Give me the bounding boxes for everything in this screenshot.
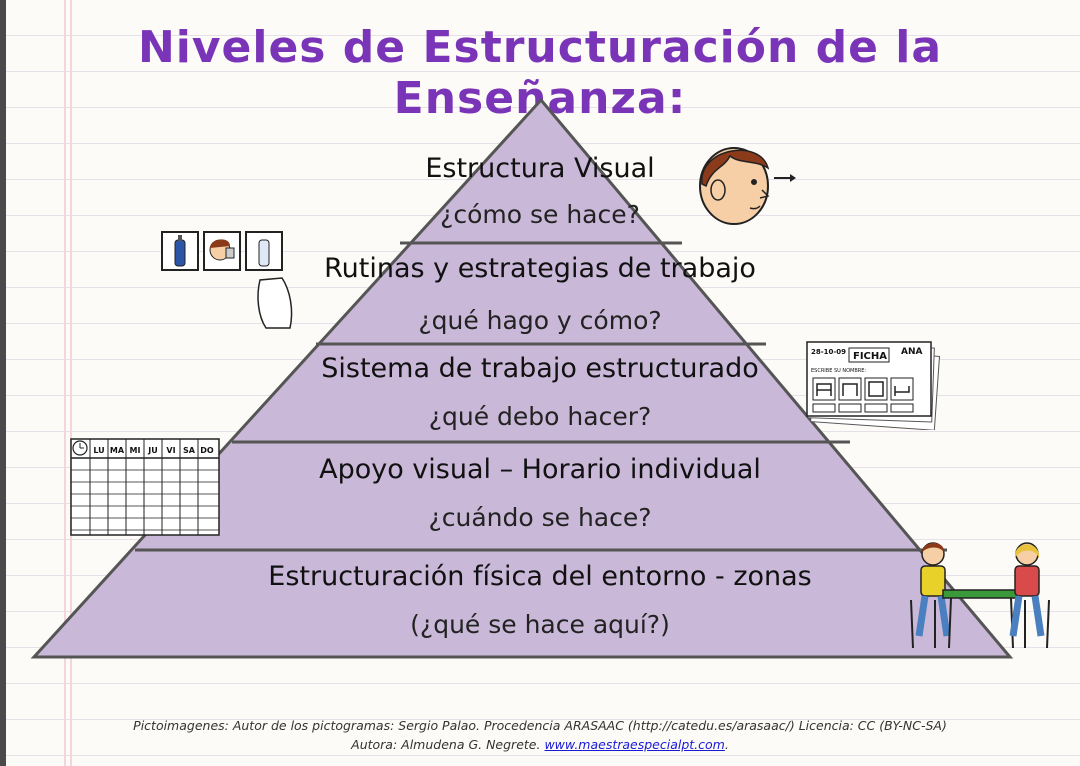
page-left-border — [0, 0, 6, 766]
pyramid-level-5: Estructuración física del entorno - zona… — [0, 560, 1080, 642]
level-name: Apoyo visual – Horario individual — [319, 454, 761, 485]
weekly-schedule-icon: LU MA MI JU VI SA DO — [70, 438, 220, 536]
schedule-day-do: DO — [200, 446, 214, 455]
worksheet-date: 28-10-09 — [811, 348, 846, 356]
paper-margin-line — [64, 0, 66, 766]
worksheet-name: ANA — [901, 347, 922, 357]
level-question: ¿qué hago y cómo? — [418, 306, 662, 335]
pyramid-level-3: Sistema de trabajo estructurado ¿qué deb… — [0, 352, 1080, 434]
schedule-day-ma: MA — [110, 446, 125, 455]
worksheet-instruction: ESCRIBE SU NOMBRE: — [811, 368, 866, 374]
level-question: ¿qué debo hacer? — [428, 402, 652, 431]
worksheet-icon: 28-10-09 FICHA ANA ESCRIBE SU NOMBRE: — [806, 341, 941, 430]
schedule-day-mi: MI — [130, 446, 141, 455]
level-question: ¿cuándo se hace? — [428, 503, 652, 532]
face-looking-icon — [699, 147, 796, 225]
worksheet-title: FICHA — [853, 351, 887, 362]
schedule-day-vi: VI — [166, 446, 175, 455]
pyramid-level-1: Estructura Visual ¿cómo se hace? — [0, 152, 1080, 232]
level-question: ¿cómo se hace? — [440, 200, 640, 229]
level-name: Estructuración física del entorno - zona… — [268, 561, 812, 592]
routine-cards-icon — [161, 231, 293, 329]
level-name: Rutinas y estrategias de trabajo — [324, 253, 756, 284]
author-website-link[interactable]: www.maestraespecialpt.com — [544, 737, 725, 752]
pyramid-shape — [30, 97, 1014, 659]
schedule-grid: LU MA MI JU VI SA DO — [70, 438, 220, 536]
level-name: Estructura Visual — [425, 153, 655, 184]
schedule-day-lu: LU — [93, 446, 104, 455]
schedule-day-sa: SA — [183, 446, 196, 455]
level-name: Sistema de trabajo estructurado — [321, 353, 759, 384]
footer-credits: Pictoimagenes: Autor de los pictogramas:… — [133, 718, 947, 733]
page-title: Niveles de Estructuración de la Enseñanz… — [137, 22, 943, 124]
level-question: (¿qué se hace aquí?) — [410, 610, 670, 639]
pyramid-level-4: Apoyo visual – Horario individual ¿cuánd… — [0, 453, 1080, 535]
classroom-desk-icon — [910, 542, 1050, 649]
footer-suffix: . — [724, 737, 729, 752]
pyramid-level-2: Rutinas y estrategias de trabajo ¿qué ha… — [0, 252, 1080, 338]
footer-author-text: Autora: Almudena G. Negrete. — [351, 737, 541, 752]
paper-margin-line-2 — [70, 0, 72, 766]
footer-author: Autora: Almudena G. Negrete. www.maestra… — [0, 737, 1080, 752]
schedule-day-ju: JU — [147, 446, 157, 455]
